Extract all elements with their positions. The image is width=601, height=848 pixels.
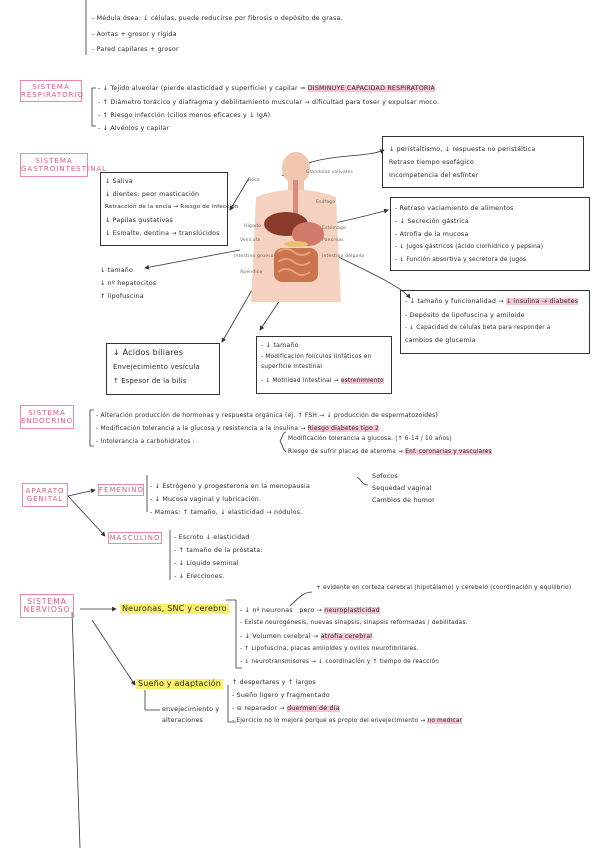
genital-label-masculino: MASCULINO — [108, 532, 162, 544]
higado-line-1: ↓ tamaño — [100, 267, 134, 274]
fem-line-3: - Mamas: ↑ tamaño, ↓ elasticidad → nódul… — [150, 509, 303, 516]
intestino-box: - ↓ tamaño - Modificación folículos linf… — [256, 336, 392, 394]
anat-label-higado: Hígado — [244, 224, 262, 229]
endocrino-line-1: - Alteración producción de hormonas y re… — [96, 412, 439, 419]
fem-side-2: Sequedad vaginal — [372, 485, 432, 492]
resp-line-2: - ↑ Diámetro torácico y diafragma y debi… — [98, 99, 440, 106]
top-line-2: - Aortas + grosor y rígida — [92, 31, 177, 38]
anat-label-pancreas: Páncreas — [322, 238, 344, 243]
endocrino-line-5: Riesgo de sufrir placas de ateroma → Enf… — [288, 449, 492, 455]
neuronas-label: Neuronas, SNC y cerebro — [120, 604, 229, 614]
pancreas-highlight: ↓ insulina → diabetes — [506, 298, 579, 305]
section-label-genital: APARATO GENITAL — [22, 483, 68, 507]
higado-line-3: ↑ lipofuscina — [100, 293, 144, 300]
endocrino-highlight-2: Enf. coronarias y vasculares — [405, 449, 492, 455]
anat-label-intestino-delgado: Intestino delgado — [322, 254, 365, 259]
resp-line-1: - ↓ Tejido alveolar (pierde elasticidad … — [98, 85, 436, 92]
estomago-line-5: - ↓ Función absortiva y secretora de jug… — [395, 257, 527, 263]
esofago-box: ↓ peristaltismo, ↓ respuesta no peristál… — [382, 136, 584, 188]
pancreas-line-1: - ↓ tamaño y funcionalidad → ↓ insulina … — [405, 298, 579, 305]
masc-line-3: - ↓ Líquido seminal — [174, 560, 239, 567]
no-medicar-highlight: no medicar — [427, 718, 463, 724]
resp-highlight: DISMINUYE CAPACIDAD RESPIRATORIA — [307, 85, 436, 92]
estomago-box: - Retraso vaciamiento de alimentos - ↓ S… — [390, 197, 590, 271]
nervioso-line-3: - ↓ Volumen cerebral → atrofia cerebral — [240, 633, 373, 640]
nervioso-pre: + evidente en corteza cerebral (hipotála… — [316, 585, 572, 591]
intestino-line-4: - ↓ Motilidad intestinal → estreñimiento — [261, 378, 384, 384]
endocrino-line-3: - Intolerancia a carbohidratos : — [96, 438, 195, 445]
nervioso-line-4: - ↑ Lipofuscina, placas amiloides y ovil… — [240, 646, 419, 652]
higado-line-2: ↓ nº hepatocitos — [100, 280, 157, 287]
endocrino-line-2: - Modificación tolerancia a la glucosa y… — [96, 425, 380, 432]
intestino-line-3: superficie intestinal — [261, 364, 323, 370]
intestino-line-1: - ↓ tamaño — [261, 342, 299, 349]
fem-side-3: Cambios de humor — [372, 497, 435, 504]
fem-line-2: - ↓ Mucosa vaginal y lubricación. — [150, 496, 262, 503]
nervioso-line-2: - Existe neurogénesis, nuevas sinapsis, … — [240, 620, 468, 626]
digestive-anatomy-illustration — [251, 152, 341, 302]
esofago-line-3: Incompetencia del esfínter — [389, 172, 479, 179]
pancreas-line-4: cambios de glucemia — [405, 337, 476, 344]
estomago-line-3: - Atrofia de la mucosa — [395, 231, 469, 238]
pancreas-line-2: - Depósito de lipofuscina y amiloide — [405, 312, 525, 319]
fem-side-1: Sofocos — [372, 473, 398, 480]
vesicula-box: ↓ Ácidos biliares Envejecimiento vesícul… — [106, 343, 220, 395]
section-label-endocrino: SISTEMA ENDOCRINO — [20, 405, 74, 429]
resp-line-4: - ↓ Alvéolos y capilar — [98, 125, 170, 132]
boca-line-3: Retracción de la encía → Riesgo de infec… — [105, 204, 239, 210]
anat-label-glandulas: Glándulas salivales — [306, 170, 354, 175]
anat-label-estomago: Estómago — [322, 226, 347, 231]
sueno-line-3: - ⊖ reparador → duermen de día — [232, 705, 340, 712]
section-label-respiratorio: SISTEMA RESPIRATORIO — [20, 80, 83, 102]
esofago-line-2: Retraso tiempo esofágico — [389, 159, 475, 166]
intestino-line-2: - Modificación folículos linfáticos en — [261, 354, 372, 360]
fem-line-1: - ↓ Estrógeno y progesterona en la menop… — [150, 483, 311, 490]
anat-label-boca: Boca — [248, 178, 260, 183]
boca-line-1: ↓ Saliva — [105, 178, 133, 185]
esofago-line-1: ↓ peristaltismo, ↓ respuesta no peristál… — [389, 146, 536, 153]
top-line-3: - Pared capilares + grosor — [92, 46, 179, 53]
estomago-line-1: - Retraso vaciamiento de alimentos — [395, 205, 514, 212]
masc-line-4: - ↓ Erecciones. — [174, 573, 225, 580]
genital-label-femenino: FEMENINO — [98, 484, 144, 496]
pancreas-line-3: - ↓ Capacidad de células beta para respo… — [405, 325, 551, 331]
masc-line-2: - ↑ tamaño de la próstata. — [174, 547, 263, 554]
boca-box: ↓ Saliva ↓ dientes: peor masticación Ret… — [100, 172, 238, 246]
anat-label-intestino-grueso: Intestino grueso — [234, 254, 274, 259]
sueno-line-1: ↑ despertares y ↑ largos — [232, 679, 316, 686]
anat-label-vesicula: Vesícula — [240, 238, 261, 243]
anat-label-esofago: Esófago — [316, 200, 336, 205]
vesicula-line-1: ↓ Ácidos biliares — [113, 348, 184, 357]
duermen-highlight: duermen de día — [287, 705, 340, 712]
estomago-line-4: - ↓ Jugos gástricos (ácido clorhídrico y… — [395, 244, 544, 250]
sueno-label: Sueño y adaptación — [136, 679, 224, 689]
sueno-line-2: - Sueño ligero y fragmentado — [232, 692, 330, 699]
boca-line-5: ↓ Esmalte, dentina → translúcidos — [105, 230, 220, 237]
vesicula-line-3: ↑ Espesor de la bilis — [113, 377, 187, 385]
endocrino-line-4: Modificación tolerancia a glucosa. (↑ 6-… — [288, 436, 452, 442]
endocrino-highlight-1: Riesgo diabetes tipo 2 — [307, 425, 380, 432]
boca-line-2: ↓ dientes: peor masticación — [105, 191, 200, 198]
estomago-line-2: - ↓ Secreción gástrica — [395, 218, 469, 225]
section-label-nervioso: SISTEMA NERVIOSO — [20, 594, 74, 618]
top-line-1: - Médula ósea: ↓ células, puede reducirs… — [92, 15, 343, 22]
intestino-highlight: estreñimiento — [340, 378, 384, 384]
atrofia-highlight: atrofia cerebral — [320, 633, 373, 640]
resp-line-3: - ↑ Riesgo infección (cilios menos efica… — [98, 112, 271, 119]
anat-label-apendice: Apéndice — [240, 270, 263, 275]
nervioso-line-5: - ↓ neurotransmisores → ↓ coordinación y… — [240, 659, 440, 665]
boca-line-4: ↓ Papilas gustativas — [105, 217, 173, 224]
neuroplasticidad-highlight: neuroplasticidad — [324, 607, 380, 614]
sueno-line-4: - Ejercicio no lo mejora porque es propi… — [232, 718, 463, 724]
section-label-gastro: SISTEMA GASTROINTESTINAL — [20, 153, 106, 177]
masc-line-1: - Escroto ↓ elasticidad — [174, 534, 250, 541]
envejecimiento-label: envejecimiento y alteraciones — [162, 706, 220, 724]
pancreas-box: - ↓ tamaño y funcionalidad → ↓ insulina … — [400, 290, 590, 354]
vesicula-line-2: Envejecimiento vesícula — [113, 363, 200, 371]
nervioso-line-1: - ↓ nº neuronas pero → neuroplasticidad — [240, 607, 380, 614]
